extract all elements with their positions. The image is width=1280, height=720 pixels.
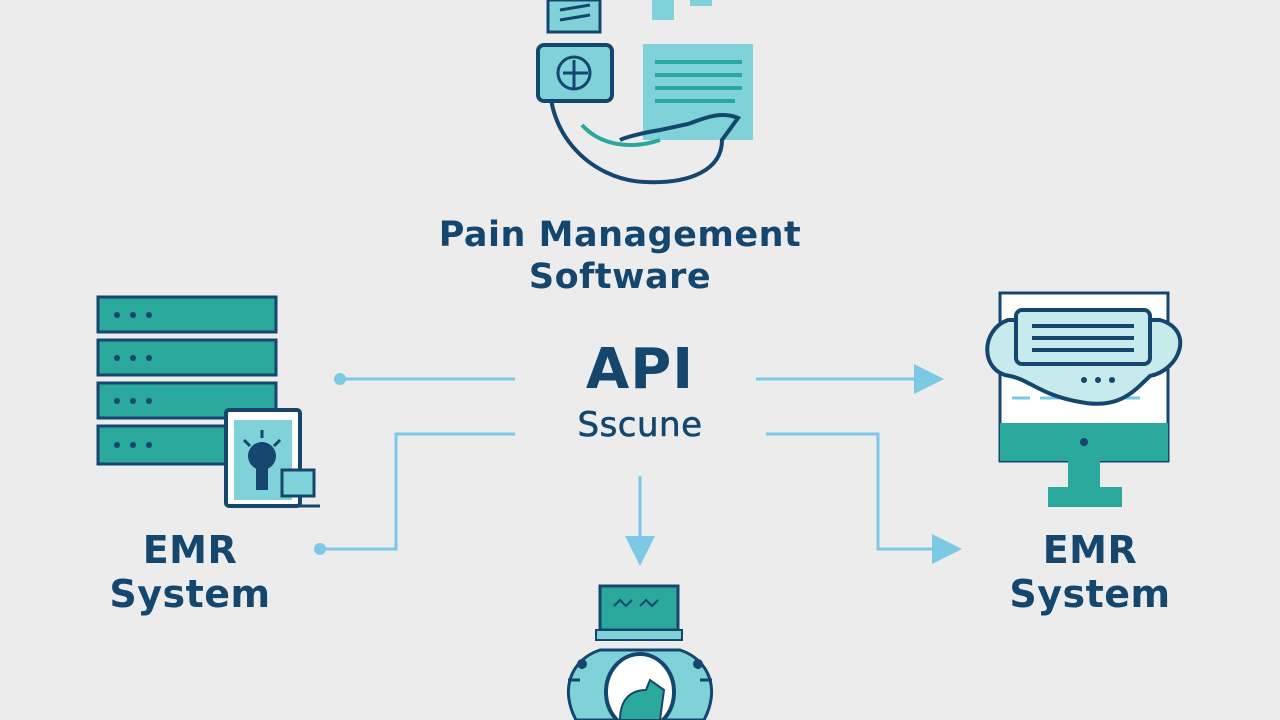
pain-management-line: Pain Management bbox=[438, 215, 802, 255]
hand-holding-documents-icon bbox=[536, 0, 753, 185]
software-line: Software bbox=[528, 257, 712, 297]
keyhole-lock-icon bbox=[224, 408, 320, 508]
secure-key-device-icon bbox=[566, 584, 714, 720]
emr-left-line1: EMR bbox=[142, 528, 238, 572]
connector-left-lower bbox=[314, 432, 515, 555]
emr-right-line2: System bbox=[1009, 572, 1171, 616]
emr-left-line2: System bbox=[109, 572, 271, 616]
connector-right-lower bbox=[766, 432, 962, 564]
connectors bbox=[314, 364, 962, 566]
emr-system-left-label: EMR System bbox=[80, 528, 300, 616]
api-title: API bbox=[585, 337, 695, 402]
connector-left-upper bbox=[334, 373, 515, 385]
emr-right-line1: EMR bbox=[1042, 528, 1138, 572]
desktop-monitor-icon bbox=[985, 291, 1183, 507]
pain-management-software-label: Pain Management Software bbox=[400, 214, 840, 298]
api-subtitle: Sscune bbox=[577, 405, 703, 446]
emr-system-right-label: EMR System bbox=[980, 528, 1200, 616]
